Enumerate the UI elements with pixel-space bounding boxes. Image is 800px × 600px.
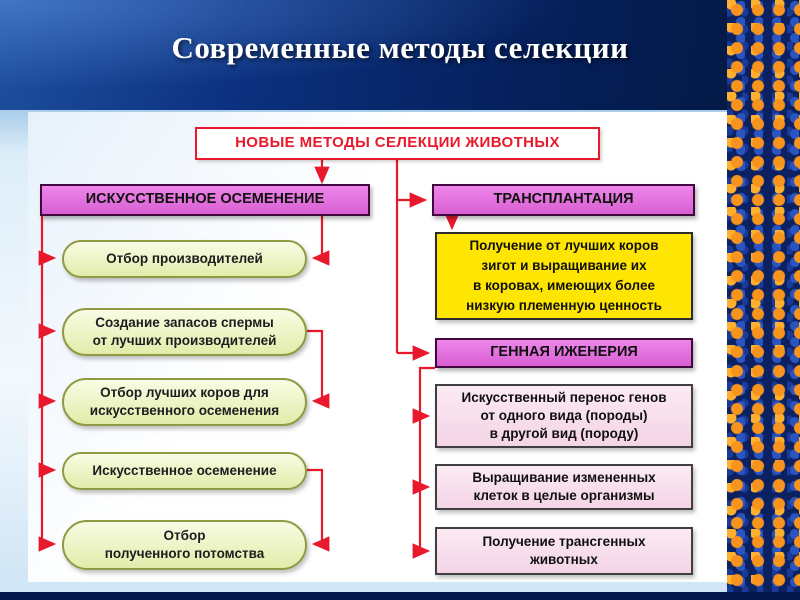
transplantation-description-box: Получение от лучших коров зигот и выращи…: [435, 232, 693, 320]
genetic-engineering-header: ГЕННАЯ ИЖЕНЕРИЯ: [435, 338, 693, 368]
transplantation-header: ТРАНСПЛАНТАЦИЯ: [432, 184, 695, 216]
insemination-step-3: Отбор лучших коров для искусственного ос…: [62, 378, 307, 426]
genetics-step-2: Выращивание измененных клеток в целые ор…: [435, 464, 693, 510]
insemination-step-2: Создание запасов спермы от лучших произв…: [62, 308, 307, 356]
insemination-step-1: Отбор производителей: [62, 240, 307, 278]
slide-title: Современные методы селекции: [171, 30, 629, 65]
root-methods-box: НОВЫЕ МЕТОДЫ СЕЛЕКЦИИ ЖИВОТНЫХ: [195, 127, 600, 160]
genetics-step-1: Искусственный перенос генов от одного ви…: [435, 384, 693, 448]
artificial-insemination-header: ИСКУССТВЕННОЕ ОСЕМЕНЕНИЕ: [40, 184, 370, 216]
dna-decoration-image: [727, 0, 800, 592]
genetics-step-3: Получение трансгенных животных: [435, 527, 693, 575]
slide-bottom-bar: [0, 592, 800, 600]
insemination-step-5: Отбор полученного потомства: [62, 520, 307, 570]
insemination-step-4: Искусственное осеменение: [62, 452, 307, 490]
slide-header-background: [0, 0, 800, 110]
